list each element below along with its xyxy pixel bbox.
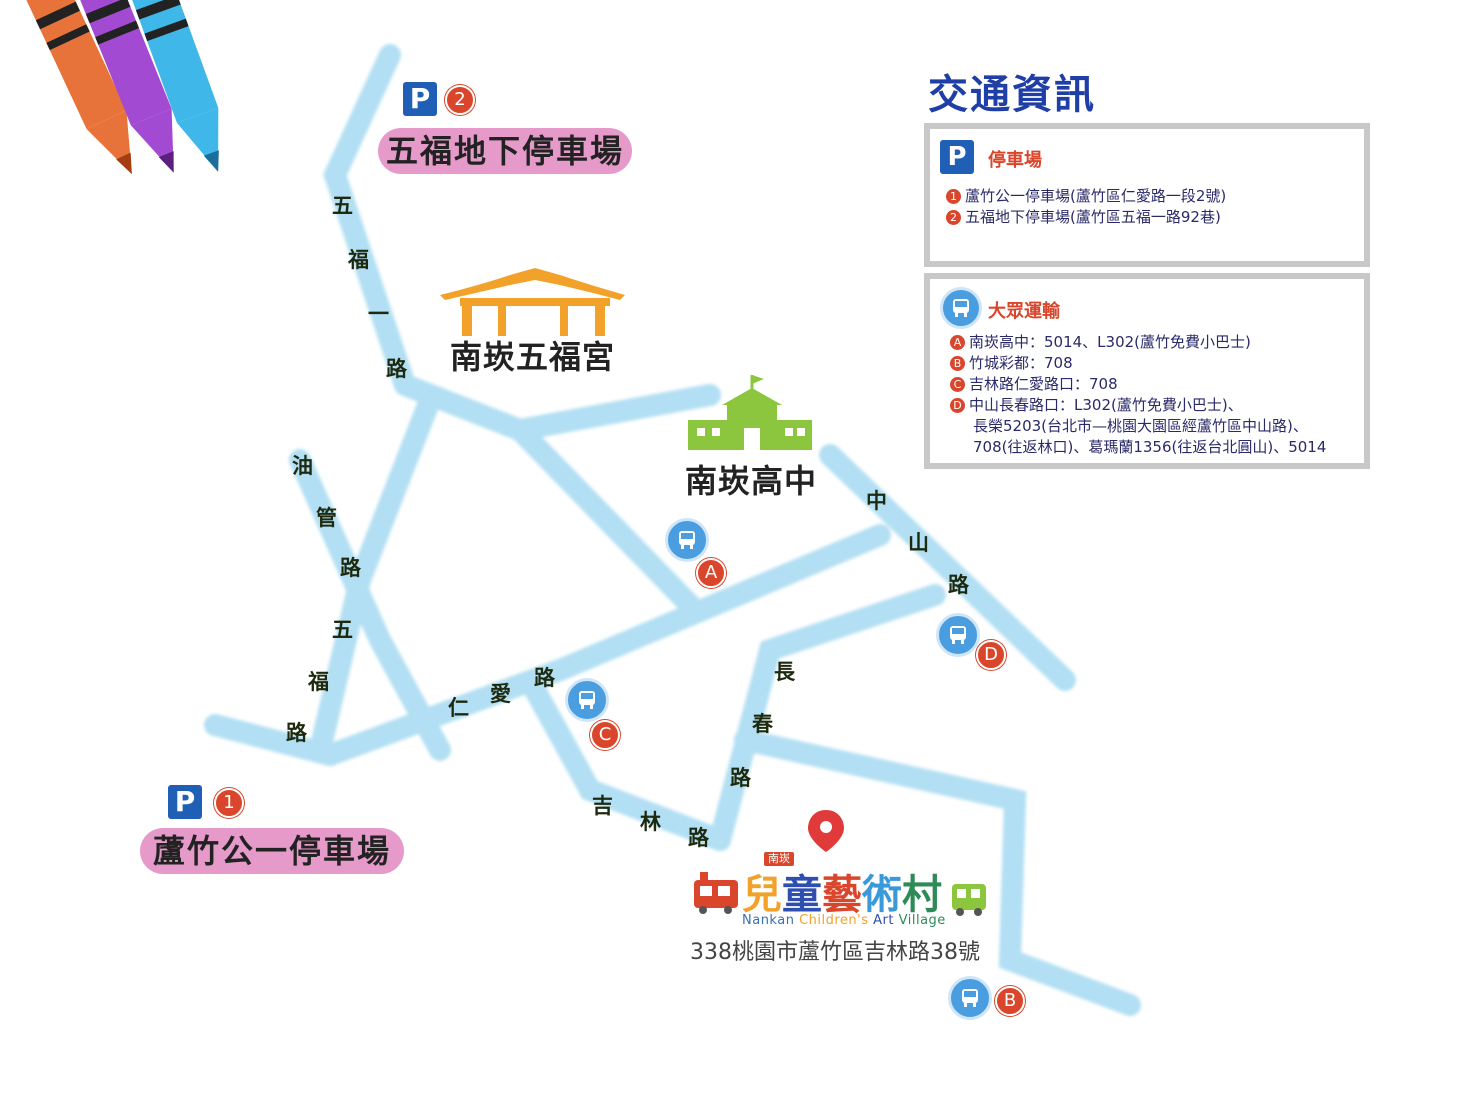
road-label-char: 路 <box>730 766 751 790</box>
road-label-char: 中 <box>866 489 887 513</box>
road-label-char: 林 <box>640 810 661 834</box>
parking-info-box <box>924 123 1370 267</box>
english-word: Nankan <box>742 913 795 928</box>
letter-badge: B <box>950 356 965 371</box>
temple-icon <box>440 268 625 336</box>
school-icon <box>688 375 812 450</box>
logo-char: 村 <box>902 872 942 918</box>
logo-char: 兒 <box>742 872 782 918</box>
parking-icon: P <box>168 785 202 819</box>
bus-stop-icon[interactable] <box>948 976 992 1020</box>
road-label-char: 五 <box>332 194 353 218</box>
destination-badge: 南崁 <box>764 852 794 866</box>
road-label-char: 山 <box>908 531 929 555</box>
number-badge: 1 <box>946 189 961 204</box>
logo-char: 術 <box>862 872 902 918</box>
parking-item-text: 五福地下停車場(蘆竹區五福一路92巷) <box>965 208 1221 226</box>
bus-stop-marker-a[interactable]: A <box>696 558 726 588</box>
transit-item-c: C 吉林路仁愛路口：708 <box>950 373 1118 394</box>
road-label-char: 管 <box>316 506 337 530</box>
transit-section-heading: 大眾運輸 <box>988 301 1060 322</box>
road-label-char: 吉 <box>592 794 613 818</box>
road-label-char: 路 <box>340 556 361 580</box>
road-wufu-north-east <box>394 374 721 442</box>
train-left-icon <box>694 872 738 914</box>
transit-item-text: 中山長春路口：L302(蘆竹免費小巴士)、 <box>969 396 1243 414</box>
parking-lot-gongyi-label[interactable]: 蘆竹公一停車場 <box>140 828 404 874</box>
destination-english-name: Nankan Children's Art Village <box>742 913 946 928</box>
road-jilin <box>524 679 731 851</box>
parking-item-text: 蘆竹公一停車場(蘆竹區仁愛路一段2號) <box>965 187 1227 205</box>
transit-item-text: 吉林路仁愛路口：708 <box>969 375 1118 393</box>
bus-stop-marker-c[interactable]: C <box>590 720 620 750</box>
destination-logo[interactable]: 兒童藝術村 <box>742 862 942 920</box>
parking-number-1: 1 <box>214 788 244 818</box>
road-label-char: 五 <box>332 618 353 642</box>
transit-item-d: D 中山長春路口：L302(蘆竹免費小巴士)、 <box>950 394 1243 415</box>
bus-stop-marker-b[interactable]: B <box>995 986 1025 1016</box>
road-label-char: 路 <box>688 826 709 850</box>
road-wufu-1 <box>323 44 416 396</box>
english-word: Children's <box>799 913 869 928</box>
logo-char: 藝 <box>822 872 862 918</box>
road-label-char: 路 <box>386 357 407 381</box>
transit-item-a: A 南崁高中：5014、L302(蘆竹免費小巴士) <box>950 331 1251 352</box>
road-network <box>204 44 1141 1016</box>
crayons-illustration <box>23 0 219 175</box>
panel-title: 交通資訊 <box>928 72 1096 118</box>
road-label-char: 福 <box>348 248 369 272</box>
road-label-char: 仁 <box>448 696 469 720</box>
destination-address: 338桃園市蘆竹區吉林路38號 <box>690 940 980 965</box>
road-label-char: 路 <box>948 573 969 597</box>
transit-info-box <box>924 273 1370 469</box>
parking-section-heading: 停車場 <box>988 150 1042 171</box>
transit-item-d-continuation: 長榮5203(台北市—桃園大園區經蘆竹區中山路)、 <box>973 417 1308 435</box>
logo-char: 童 <box>782 872 822 918</box>
road-zhongshan <box>819 444 1076 691</box>
parking-lot-wufu-label[interactable]: 五福地下停車場 <box>378 128 632 174</box>
letter-badge: A <box>950 335 965 350</box>
english-word: Village <box>898 913 946 928</box>
road-diagonal-to-school <box>509 419 701 616</box>
road-changchun <box>709 584 946 851</box>
road-renai <box>204 524 891 767</box>
number-badge: 2 <box>946 210 961 225</box>
english-word: Art <box>873 913 894 928</box>
parking-item-2: 2 五福地下停車場(蘆竹區五福一路92巷) <box>946 206 1221 227</box>
transit-item-b: B 竹城彩都：708 <box>950 352 1073 373</box>
transit-item-text: 竹城彩都：708 <box>969 354 1073 372</box>
landmark-temple-label[interactable]: 南崁五福宮 <box>450 338 616 376</box>
bus-stop-icon[interactable] <box>565 678 609 722</box>
road-label-char: 春 <box>752 712 773 736</box>
bus-stop-icon[interactable] <box>936 613 980 657</box>
letter-badge: C <box>950 377 965 392</box>
letter-badge: D <box>950 398 965 413</box>
road-changchun-east <box>734 729 1141 1016</box>
location-pin-icon <box>808 810 844 852</box>
landmark-school-label[interactable]: 南崁高中 <box>685 462 818 500</box>
road-label-char: 愛 <box>490 682 511 706</box>
parking-icon: P <box>940 140 974 174</box>
road-label-char: 一 <box>368 302 389 326</box>
transit-item-d-continuation: 708(往返林口)、葛瑪蘭1356(往返台北圓山)、5014 <box>973 438 1327 456</box>
road-label-char: 路 <box>534 666 555 690</box>
transit-item-text: 南崁高中：5014、L302(蘆竹免費小巴士) <box>969 333 1251 351</box>
train-right-icon <box>952 884 986 916</box>
bus-stop-marker-d[interactable]: D <box>976 640 1006 670</box>
road-label-char: 福 <box>308 670 329 694</box>
bus-icon <box>940 287 982 329</box>
parking-item-1: 1 蘆竹公一停車場(蘆竹區仁愛路一段2號) <box>946 185 1226 206</box>
parking-icon: P <box>403 82 437 116</box>
road-label-char: 路 <box>286 721 307 745</box>
bus-stop-icon[interactable] <box>665 518 709 562</box>
parking-number-2: 2 <box>445 85 475 115</box>
road-label-char: 長 <box>774 660 795 684</box>
road-label-char: 油 <box>292 454 313 478</box>
